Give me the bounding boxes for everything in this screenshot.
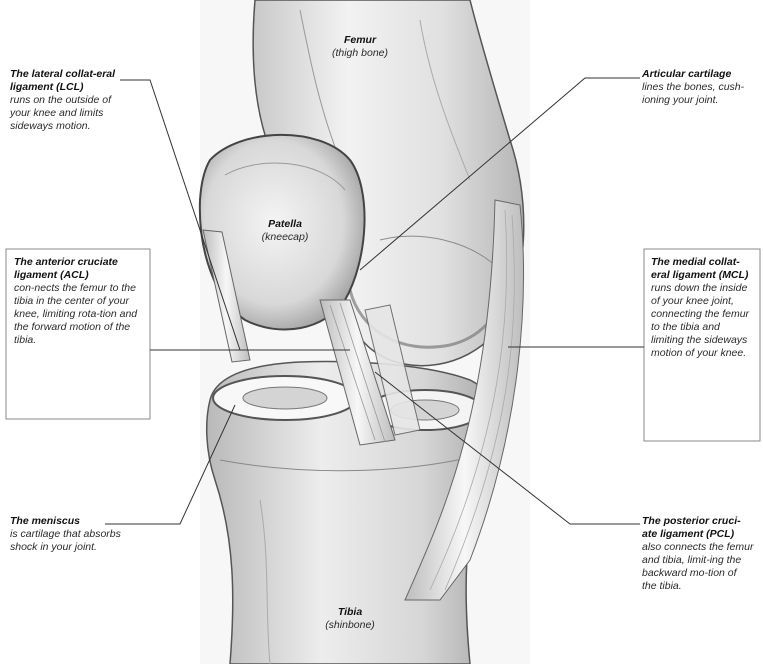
femur-name: Femur bbox=[320, 34, 400, 47]
mcl-title: The medial collat-eral ligament (MCL) bbox=[651, 256, 755, 282]
articular-callout: Articular cartilage lines the bones, cus… bbox=[642, 68, 754, 107]
pcl-desc: also connects the femur and tibia, limit… bbox=[642, 541, 754, 593]
acl-desc: con-nects the femur to the tibia in the … bbox=[14, 282, 142, 347]
acl-title: The anterior cruciate ligament (ACL) bbox=[14, 256, 142, 282]
lcl-title: The lateral collat-eral ligament (LCL) bbox=[10, 68, 122, 94]
patella-name: Patella bbox=[250, 218, 320, 231]
femur-label: Femur (thigh bone) bbox=[320, 34, 400, 60]
tibia-label: Tibia (shinbone) bbox=[310, 606, 390, 632]
mcl-desc: runs down the inside of your knee joint,… bbox=[651, 282, 755, 360]
tibia-sub: (shinbone) bbox=[310, 619, 390, 632]
patella-sub: (kneecap) bbox=[250, 231, 320, 244]
femur-sub: (thigh bone) bbox=[320, 47, 400, 60]
acl-callout: The anterior cruciate ligament (ACL) con… bbox=[14, 256, 142, 347]
meniscus-callout: The meniscus is cartilage that absorbs s… bbox=[10, 515, 128, 554]
pcl-callout: The posterior cruci-ate ligament (PCL) a… bbox=[642, 515, 754, 593]
mcl-callout: The medial collat-eral ligament (MCL) ru… bbox=[651, 256, 755, 360]
pcl-title: The posterior cruci-ate ligament (PCL) bbox=[642, 515, 754, 541]
articular-desc: lines the bones, cush-ioning your joint. bbox=[642, 81, 754, 107]
articular-title: Articular cartilage bbox=[642, 68, 754, 81]
patella-label: Patella (kneecap) bbox=[250, 218, 320, 244]
meniscus-title: The meniscus bbox=[10, 515, 128, 528]
lcl-callout: The lateral collat-eral ligament (LCL) r… bbox=[10, 68, 122, 133]
meniscus-desc: is cartilage that absorbs shock in your … bbox=[10, 528, 128, 554]
lcl-desc: runs on the outside of your knee and lim… bbox=[10, 94, 122, 133]
tibia-name: Tibia bbox=[310, 606, 390, 619]
